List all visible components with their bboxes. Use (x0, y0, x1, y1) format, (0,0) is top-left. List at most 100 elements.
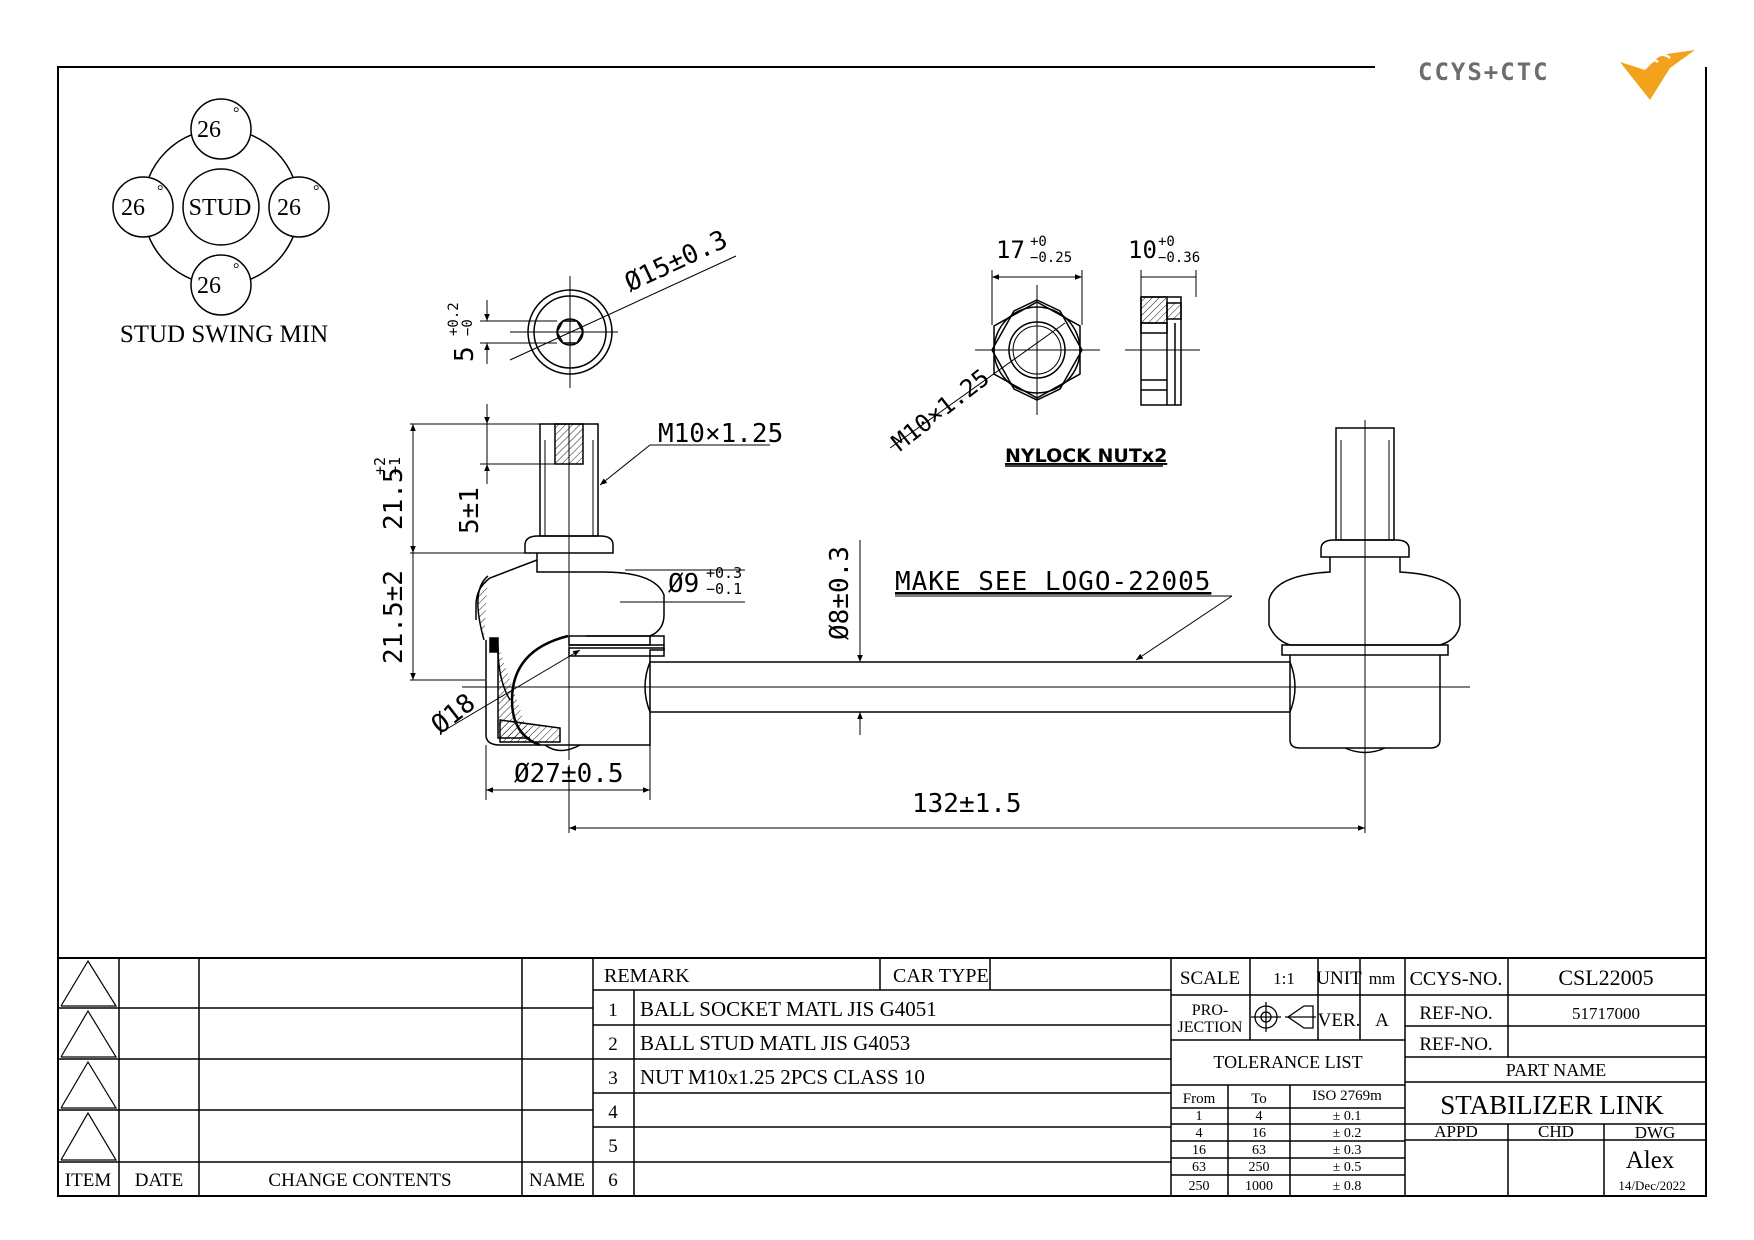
dim-nut-width-tol-dn: −0.25 (1030, 250, 1072, 266)
swing-bottom-degree: ° (233, 261, 239, 278)
ref-no2-label: REF-NO. (1419, 1034, 1492, 1055)
dim-body-height: 21.5±2 (379, 570, 409, 664)
scale-value: 1:1 (1273, 969, 1295, 988)
tol-from: 250 (1189, 1179, 1210, 1194)
hex-socket-end-view (480, 255, 737, 388)
swing-right-degree: ° (313, 183, 319, 200)
swing-center-label: STUD (189, 195, 252, 221)
main-dimension-lines (410, 404, 1366, 833)
tol-header-iso: ISO 2769m (1312, 1088, 1382, 1104)
remark-row-text: BALL SOCKET MATL JIS G4051 (640, 997, 937, 1021)
logo-emblem-icon (1620, 50, 1695, 100)
dim-hex-socket-dia: Ø15±0.3 (620, 225, 732, 298)
dim-housing-dia: Ø27±0.5 (514, 759, 624, 789)
dim-nut-thickness-tol-dn: −0.36 (1158, 250, 1200, 266)
dim-hex-socket-depth-tol-dn: −0 (460, 319, 476, 336)
tol-to: 4 (1256, 1109, 1263, 1124)
dim-stud-length-tol-dn: −1 (386, 457, 404, 475)
projection-symbol-icon (1251, 1002, 1316, 1032)
part-name-label: PART NAME (1506, 1060, 1606, 1080)
projection-label: JECTION (1178, 1019, 1243, 1036)
scale-label: SCALE (1180, 968, 1240, 989)
dim-stud-thread: M10×1.25 (658, 419, 783, 449)
tol-from: 16 (1192, 1143, 1206, 1158)
remark-label: REMARK (604, 965, 690, 987)
rev-header-date: DATE (135, 1170, 184, 1191)
drawing-date-value: 14/Dec/2022 (1618, 1178, 1685, 1193)
dim-neck-dia-tol-dn: −0.1 (706, 580, 742, 598)
swing-left-value: 26 (121, 195, 145, 221)
tol-value: ± 0.1 (1333, 1109, 1362, 1124)
tol-to: 16 (1252, 1126, 1266, 1141)
tol-to: 63 (1252, 1143, 1266, 1158)
logo-text: CCYS+CTC (1418, 58, 1550, 86)
dim-nut-width: 17 (996, 236, 1025, 264)
rev-header-contents: CHANGE CONTENTS (268, 1170, 451, 1191)
drawn-by-value: Alex (1626, 1147, 1675, 1174)
tol-from: 63 (1192, 1160, 1206, 1175)
tol-value: ± 0.2 (1333, 1126, 1362, 1141)
car-type-label: CAR TYPE (893, 965, 989, 987)
dim-stud-length: 21.5 (379, 467, 409, 530)
chd-label: CHD (1538, 1122, 1574, 1141)
ref-no-label: REF-NO. (1419, 1003, 1492, 1024)
swing-left-degree: ° (157, 183, 163, 200)
dim-hex-depth: 5±1 (455, 487, 485, 534)
title-block-grid (58, 957, 1706, 1196)
swing-right-value: 26 (277, 195, 301, 221)
dim-nut-thickness-tol-up: +0 (1158, 234, 1175, 250)
projection-label: PRO- (1192, 1002, 1228, 1019)
tolerance-title: TOLERANCE LIST (1213, 1052, 1362, 1072)
tol-to: 1000 (1245, 1179, 1273, 1194)
swing-top-degree: ° (233, 105, 239, 122)
dim-nut-width-tol-up: +0 (1030, 234, 1047, 250)
ver-value: A (1375, 1010, 1389, 1031)
dim-stud-length-tol-up: +2 (371, 457, 389, 475)
ver-label: VER. (1318, 1010, 1361, 1031)
unit-label: UNIT (1316, 968, 1362, 989)
dim-hex-socket-depth: 5 (450, 346, 480, 362)
dim-neck-dia-tol-up: +0.3 (706, 564, 742, 582)
swing-caption: STUD SWING MIN (120, 321, 328, 348)
remark-row-no: 6 (608, 1170, 618, 1191)
unit-value: mm (1369, 969, 1395, 988)
dim-hex-socket-depth-tol-up: +0.2 (446, 302, 462, 336)
remark-row-no: 3 (608, 1068, 618, 1089)
nylock-nut-front-view (889, 270, 1100, 449)
dim-nut-thickness: 10 (1128, 236, 1157, 264)
company-logo: CCYS+CTC (1418, 50, 1695, 100)
remark-row-no: 5 (608, 1136, 618, 1157)
tol-header-from: From (1183, 1091, 1216, 1107)
nut-caption: NYLOCK NUTx2 (1005, 445, 1167, 467)
tol-value: ± 0.5 (1333, 1160, 1362, 1175)
dim-neck-dia: Ø9 (668, 569, 699, 599)
part-name-value: STABILIZER LINK (1440, 1090, 1664, 1120)
rev-header-item: ITEM (65, 1170, 112, 1191)
dim-nut-thread: M10×1.25 (886, 363, 994, 456)
tol-to: 250 (1249, 1160, 1270, 1175)
remark-row-no: 1 (608, 1000, 618, 1021)
stud-swing-diagram (112, 98, 330, 316)
swing-bottom-value: 26 (197, 273, 221, 299)
dim-rod-dia: Ø8±0.3 (825, 546, 855, 640)
ref-no-value: 51717000 (1572, 1004, 1640, 1023)
dim-ball-dia: Ø18 (426, 688, 481, 741)
tol-header-to: To (1251, 1091, 1267, 1107)
stabilizer-link-side-view (462, 420, 1470, 765)
rev-header-name: NAME (529, 1170, 585, 1191)
remark-row-text: NUT M10x1.25 2PCS CLASS 10 (640, 1065, 925, 1089)
tol-from: 1 (1196, 1109, 1203, 1124)
dwg-label: DWG (1635, 1123, 1676, 1142)
remark-row-no: 2 (608, 1034, 618, 1055)
appd-label: APPD (1434, 1122, 1477, 1141)
dim-overall-length: 132±1.5 (912, 789, 1022, 819)
border-frame (57, 66, 1707, 1197)
swing-top-value: 26 (197, 117, 221, 143)
tol-from: 4 (1196, 1126, 1203, 1141)
nylock-nut-side-view (1125, 270, 1200, 406)
remark-row-text: BALL STUD MATL JIS G4053 (640, 1031, 910, 1055)
ccys-no-value: CSL22005 (1558, 965, 1653, 990)
remark-row-no: 4 (608, 1102, 618, 1123)
tol-value: ± 0.8 (1333, 1179, 1362, 1194)
